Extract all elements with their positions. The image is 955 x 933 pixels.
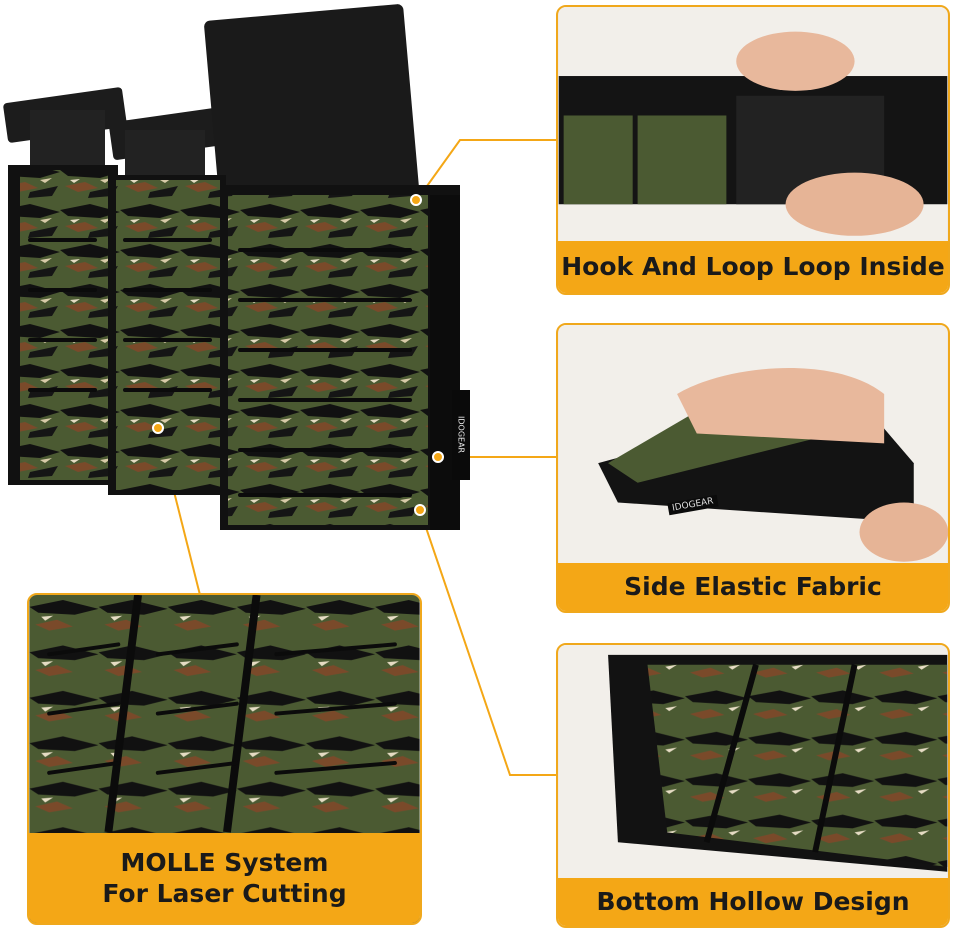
caption-molle-line1: MOLLE System: [120, 847, 329, 877]
caption-elastic-text: Side Elastic Fabric: [624, 572, 882, 602]
feature-panel-molle: MOLLE System For Laser Cutting: [27, 593, 422, 925]
caption-bottom: Bottom Hollow Design: [558, 878, 948, 926]
callout-dot-molle: [152, 422, 164, 434]
caption-hook-loop-text: Hook And Loop Loop Inside: [561, 252, 945, 282]
caption-molle-line2: For Laser Cutting: [102, 879, 347, 908]
callout-dot-elastic: [432, 451, 444, 463]
callout-dot-bottom: [414, 504, 426, 516]
callout-dot-hook-loop: [410, 194, 422, 206]
caption-bottom-text: Bottom Hollow Design: [596, 887, 910, 917]
feature-panel-elastic: IDOGEAR Side Elastic Fabric: [556, 323, 950, 613]
feature-panel-hook-loop: Hook And Loop Loop Inside: [556, 5, 950, 295]
feature-panel-bottom: Bottom Hollow Design: [556, 643, 950, 928]
main-product-image: IDOGEAR: [0, 0, 470, 560]
caption-hook-loop: Hook And Loop Loop Inside: [558, 241, 948, 293]
brand-tag-text: IDOGEAR: [456, 416, 466, 454]
brand-tag: IDOGEAR: [452, 390, 470, 480]
caption-elastic: Side Elastic Fabric: [558, 563, 948, 611]
caption-molle: MOLLE System For Laser Cutting: [29, 833, 420, 923]
